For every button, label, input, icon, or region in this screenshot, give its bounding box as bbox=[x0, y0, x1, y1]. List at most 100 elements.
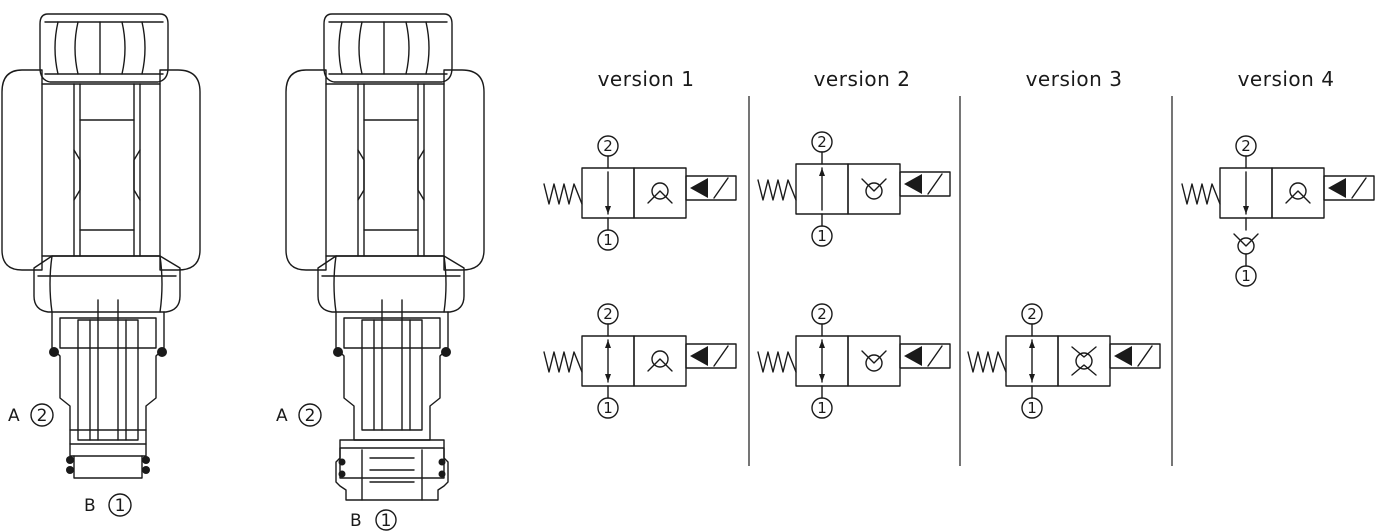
flow-arrowhead bbox=[605, 206, 611, 214]
port-number: 1 bbox=[603, 231, 613, 249]
solenoid-slash bbox=[713, 345, 729, 367]
valve-box bbox=[633, 167, 687, 219]
solenoid-slash bbox=[927, 345, 943, 367]
check-seat bbox=[647, 358, 673, 372]
port-circle bbox=[597, 303, 619, 325]
solenoid-icon bbox=[685, 175, 737, 201]
port-circle bbox=[1235, 265, 1257, 287]
port-circle bbox=[1021, 397, 1043, 419]
port-b-letter: B bbox=[84, 496, 96, 516]
port-circle bbox=[811, 303, 833, 325]
symbol-v1-top: 21 bbox=[543, 135, 737, 251]
spring-icon bbox=[967, 351, 1007, 373]
port-number: 1 bbox=[1241, 267, 1251, 285]
valve-box bbox=[847, 335, 901, 387]
check-seat bbox=[861, 178, 887, 192]
port-circle bbox=[1021, 303, 1043, 325]
port-2-number: 2 bbox=[37, 406, 48, 426]
symbol-v1-bottom: 21 bbox=[543, 303, 737, 419]
valve-box bbox=[1271, 167, 1325, 219]
port-number: 2 bbox=[817, 133, 827, 151]
port-number: 2 bbox=[603, 137, 613, 155]
flow-arrowhead bbox=[605, 374, 611, 382]
port-circle bbox=[811, 131, 833, 153]
solenoid-slash bbox=[927, 173, 943, 195]
solenoid-triangle bbox=[1328, 178, 1346, 198]
solenoid-icon bbox=[685, 343, 737, 369]
port-circle bbox=[597, 135, 619, 157]
spring-icon bbox=[757, 179, 797, 201]
spring-icon bbox=[757, 351, 797, 373]
port-number: 2 bbox=[817, 305, 827, 323]
port-number: 1 bbox=[1027, 399, 1037, 417]
check-seat bbox=[1071, 346, 1097, 376]
spring-icon bbox=[543, 351, 583, 373]
flow-arrowhead bbox=[819, 374, 825, 382]
check-seat bbox=[861, 350, 887, 364]
port-a-letter: A bbox=[8, 406, 20, 426]
symbol-v2-top: 21 bbox=[757, 131, 951, 247]
solenoid-icon bbox=[899, 343, 951, 369]
valve-box bbox=[847, 163, 901, 215]
port-circle bbox=[597, 229, 619, 251]
flow-arrowhead bbox=[819, 340, 825, 348]
check-ball bbox=[865, 354, 883, 372]
port-number: 2 bbox=[1027, 305, 1037, 323]
solenoid-icon bbox=[899, 171, 951, 197]
flow-arrowhead bbox=[1029, 374, 1035, 382]
cartridge-valve-cutaway-2 bbox=[285, 13, 485, 501]
port-circle bbox=[811, 397, 833, 419]
solenoid-slash bbox=[713, 177, 729, 199]
solenoid-triangle bbox=[904, 346, 922, 366]
port-a-letter: A bbox=[276, 406, 288, 426]
cutaway-2-port-labels: A 2 B 1 bbox=[276, 403, 397, 531]
cartridge-valve-cutaway-1 bbox=[1, 13, 201, 479]
check-ball bbox=[651, 182, 669, 200]
solenoid-icon bbox=[1323, 175, 1375, 201]
port-2-number: 2 bbox=[305, 406, 316, 426]
valve-box bbox=[633, 335, 687, 387]
version-2-label: version 2 bbox=[814, 67, 911, 91]
check-seat bbox=[1285, 190, 1311, 204]
symbol-v4-top: 21 bbox=[1181, 135, 1375, 287]
solenoid-slash bbox=[1351, 177, 1367, 199]
port-1-number: 1 bbox=[115, 496, 126, 516]
solenoid-triangle bbox=[690, 178, 708, 198]
check-ball bbox=[865, 182, 883, 200]
solenoid-triangle bbox=[904, 174, 922, 194]
port-circle bbox=[597, 397, 619, 419]
solenoid-triangle bbox=[690, 346, 708, 366]
port-number: 1 bbox=[603, 399, 613, 417]
solenoid-triangle bbox=[1114, 346, 1132, 366]
solenoid-icon bbox=[1109, 343, 1161, 369]
check-seat bbox=[1233, 233, 1259, 247]
flow-arrowhead bbox=[819, 168, 825, 176]
flow-arrowhead bbox=[605, 340, 611, 348]
check-ball bbox=[651, 350, 669, 368]
symbol-v2-bottom: 21 bbox=[757, 303, 951, 419]
port-b-letter: B bbox=[350, 511, 362, 531]
valve-box bbox=[1057, 335, 1111, 387]
spring-icon bbox=[1181, 183, 1221, 205]
flow-arrowhead bbox=[1243, 206, 1249, 214]
version-1-label: version 1 bbox=[598, 67, 695, 91]
port-number: 1 bbox=[817, 399, 827, 417]
check-ball bbox=[1075, 352, 1093, 370]
check-ball bbox=[1289, 182, 1307, 200]
check-seat bbox=[647, 190, 673, 204]
version-3-label: version 3 bbox=[1026, 67, 1123, 91]
port-number: 2 bbox=[603, 305, 613, 323]
flow-arrowhead bbox=[1029, 340, 1035, 348]
port-number: 1 bbox=[817, 227, 827, 245]
symbol-v3-bottom: 21 bbox=[967, 303, 1161, 419]
port-number: 2 bbox=[1241, 137, 1251, 155]
port-circle bbox=[1235, 135, 1257, 157]
version-4-label: version 4 bbox=[1238, 67, 1335, 91]
port-1-number: 1 bbox=[381, 511, 392, 531]
port-circle bbox=[811, 225, 833, 247]
spring-icon bbox=[543, 183, 583, 205]
solenoid-slash bbox=[1137, 345, 1153, 367]
cutaway-1-port-labels: A 2 B 1 bbox=[8, 403, 132, 517]
